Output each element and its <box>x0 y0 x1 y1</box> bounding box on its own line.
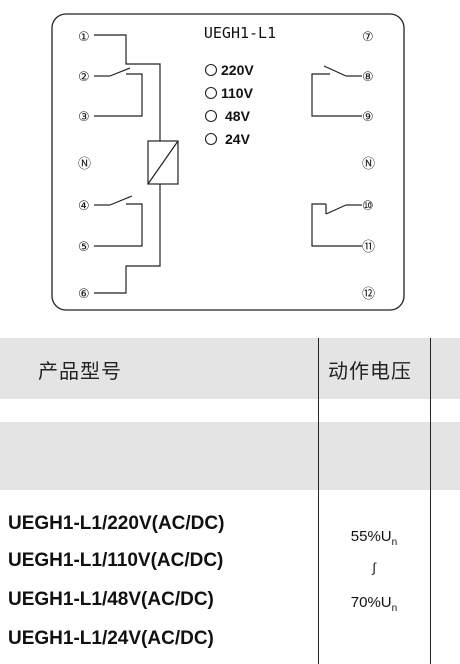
svg-text:⑧: ⑧ <box>362 70 374 85</box>
terminal-7: ⑦ <box>362 30 374 45</box>
relay-outline <box>51 13 405 311</box>
contact-10-11 <box>311 203 362 247</box>
terminal-8: ⑧ <box>362 70 374 85</box>
table-spacer-row <box>0 422 460 490</box>
svg-text:110V: 110V <box>221 85 254 101</box>
header-voltage: 动作电压 <box>328 359 412 383</box>
svg-text:③: ③ <box>78 110 90 125</box>
coil-wiring <box>94 34 161 294</box>
terminal-12: ⑫ <box>362 287 375 302</box>
svg-text:⑩: ⑩ <box>362 199 374 214</box>
svg-text:④: ④ <box>78 199 90 214</box>
subscript-n: n <box>391 603 398 614</box>
model-row-220v: UEGH1-L1/220V(AC/DC) <box>8 513 225 534</box>
svg-text:⑪: ⑪ <box>362 240 375 255</box>
voltage-low: 55%Un <box>350 528 398 548</box>
column-divider-left <box>318 338 319 664</box>
terminal-n-right: Ⓝ <box>362 157 375 172</box>
relay-coil <box>147 140 179 185</box>
terminal-6: ⑥ <box>78 287 90 302</box>
wiring-diagram: UEGH1-L1 ① ② ③ Ⓝ ④ ⑤ ⑥ ⑦ ⑧ ⑨ Ⓝ ⑩ ⑪ ⑫ <box>51 13 405 311</box>
terminal-11: ⑪ <box>362 240 375 255</box>
header-model: 产品型号 <box>38 359 122 383</box>
svg-text:⑥: ⑥ <box>78 287 90 302</box>
svg-text:24V: 24V <box>225 131 251 147</box>
voltage-high: 70%Un <box>350 594 398 614</box>
svg-text:Ⓝ: Ⓝ <box>362 157 375 172</box>
contact-8-9 <box>311 65 362 117</box>
svg-text:⑤: ⑤ <box>78 240 90 255</box>
svg-text:②: ② <box>78 70 90 85</box>
terminal-4: ④ <box>78 199 90 214</box>
svg-text:⑦: ⑦ <box>362 30 374 45</box>
terminal-n-left: Ⓝ <box>78 157 91 172</box>
voltage-option-220v: 220V <box>204 62 254 78</box>
svg-text:48V: 48V <box>225 108 251 124</box>
terminal-3: ③ <box>78 110 90 125</box>
voltage-range-separator: ∫ <box>372 560 376 575</box>
contact-4-5 <box>94 195 143 247</box>
terminal-5: ⑤ <box>78 240 90 255</box>
svg-text:Ⓝ: Ⓝ <box>78 157 91 172</box>
voltage-option-24v: 24V <box>204 131 251 147</box>
terminal-2: ② <box>78 70 90 85</box>
contact-2-3 <box>94 67 143 117</box>
relay-title: UEGH1-L1 <box>204 24 276 42</box>
model-row-24v: UEGH1-L1/24V(AC/DC) <box>8 628 214 649</box>
svg-text:①: ① <box>78 30 90 45</box>
svg-text:⑫: ⑫ <box>362 287 375 302</box>
table-header <box>0 338 460 399</box>
terminal-10: ⑩ <box>362 199 374 214</box>
terminal-1: ① <box>78 30 90 45</box>
model-row-48v: UEGH1-L1/48V(AC/DC) <box>8 589 214 610</box>
svg-text:⑨: ⑨ <box>362 110 374 125</box>
column-divider-right <box>430 338 431 664</box>
model-row-110v: UEGH1-L1/110V(AC/DC) <box>8 550 224 571</box>
subscript-n: n <box>391 537 398 548</box>
svg-text:220V: 220V <box>221 62 254 78</box>
voltage-option-110v: 110V <box>204 85 254 101</box>
spec-table: 产品型号 动作电压 UEGH1-L1/220V(AC/DC) UEGH1-L1/… <box>0 338 460 664</box>
voltage-option-48v: 48V <box>204 108 251 124</box>
terminal-9: ⑨ <box>362 110 374 125</box>
